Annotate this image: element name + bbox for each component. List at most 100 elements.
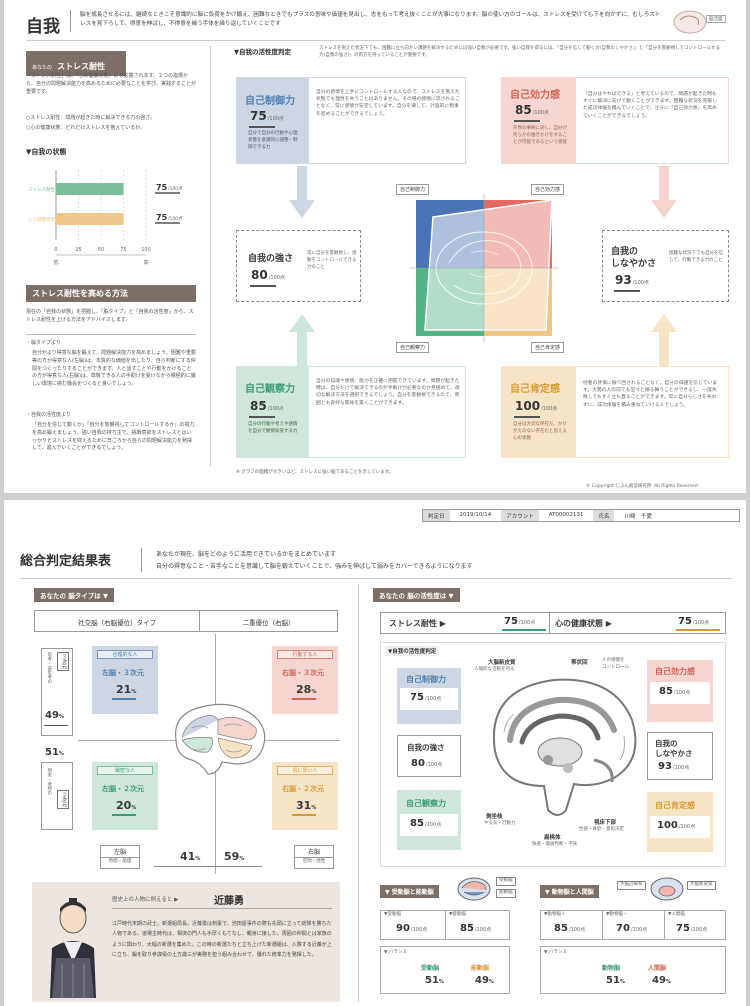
judge-desc: ストレスを抱えた状況下でも、困難に立ち向かい課題を解決するためには強い自我が必要… [319,46,720,58]
ego-flex-label-2: しなやかさ [611,259,657,269]
self-control-score: 75/100点 [250,109,284,123]
method-text-1: 自分がより得意な脳を鍛えて、問題解決能力を高めましょう。困難や重要等の方が得意な… [32,350,196,387]
type-header-1: 社交脳（右脳優位）タイプ [35,611,201,631]
self-control-desc: 自分の感情を上手にコントロールする人なので、ストレスを抱えた状態でも理性を失うこ… [316,90,460,117]
s-efficacy-card [650,682,710,704]
header-rule-2 [20,578,732,579]
self-control-sub: 自分で自分の行動や心理状態を意識的に調整・制御できる力 [248,131,298,150]
brain-type-icon [174,703,266,775]
self-efficacy-desc-box [575,77,729,164]
pa-score-divider [445,910,446,940]
stress-score-underline [502,629,546,631]
ego-flex-score: 93/100点 [615,273,649,287]
self-efficacy-sub: 外界の事柄に対し、自分が何らかの働きかけをすることが可能であるという感覚 [513,126,567,145]
s-flex-score: 93/100点 [658,761,690,772]
column-divider [210,46,211,466]
hu-bal-value-1: 51% [606,975,625,986]
bar [56,213,124,225]
hu-scores-box [540,910,726,940]
s-control-box: 自己制御力 75/100点 [397,668,461,724]
bar-tick-label: 50 [98,247,104,253]
card-self-observation: 自己観察力 85/100点 自分の行動や考えや感情を自分で観察知覚する力 自分の… [236,366,466,458]
pa-bal-value-1: 51% [425,975,444,986]
judge-title: ▼自我の活性度判定 [234,48,291,56]
title-divider-2 [141,548,142,572]
meta-row: 判定日 2019/10/14 アカウント AT00002131 氏名 川崎 千愛 [422,509,740,522]
cell-left-2d-name: 左脳・２次元 [102,785,144,793]
side-2d-box [41,762,73,830]
method-title: ストレス耐性を高める方法 [26,285,196,302]
hu-score-value-1: 85/100点 [554,923,586,934]
pa-bal-label-1: 受動脳 [421,965,440,972]
pa-balance-label: ▼ バランス [384,950,407,955]
ego-flex-desc: 困難な状況下でも自分を信じて、行動できる力のこと [669,251,723,263]
footnote: ※ グラフの面積が大きいほど、ストレスに強い脳であることを示しています。 [236,470,394,475]
health-score: 75/100点 [678,616,710,627]
right-brain-box: 右脳 空間・感性 [294,845,334,869]
right-brain-pct: 59% [224,850,245,863]
arrow-up-left [289,314,315,366]
left-brain-desc: 時間・論理 [108,859,132,864]
bar-tick-label: 100 [141,247,151,253]
bar-value: 75 [156,183,168,192]
stress-label: ストレス耐性 ▶ [389,619,446,628]
meta-date-key: 判定日 [423,510,450,521]
label-amygdala: 扁桃体 [544,835,561,841]
cell-left-3d-name: 左脳・３次元 [102,669,144,677]
ego-strength-score: 80/100点 [251,268,285,282]
right-brain-label: 右脳 [295,846,333,858]
s-control-score: 75/100点 [410,692,442,703]
bar-tick-label: 75 [120,247,126,253]
type-title: あなたの 脳タイプは ▼ [34,588,115,602]
hu-score-divider-1 [602,910,603,940]
pa-tag-1: 受動脳 [496,877,516,886]
hu-score-value-3: 75/100点 [676,923,708,934]
self-efficacy-label: 自己効力感 [510,90,560,101]
s-strength-label: 自我の強さ [407,743,445,752]
pa-tag-2: 能動脳 [496,889,516,898]
self-efficacy-desc: 「自分はやればできる」と考えているので、問題が起きた時もすぐに解決に向けて動くこ… [583,92,717,119]
side-2d-tag: ２次元 [57,790,69,809]
hu-bal-label-1: 動物脳 [602,965,621,972]
pa-score-label-2: ▼能動脳 [449,912,466,917]
cell-right-2d-tag: 情に厚い人 [277,766,333,775]
cell-right-2d: 情に厚い人 右脳・２次元 31% [272,762,338,830]
health-label: 心の健康状態 ▶ [555,619,612,628]
s-flex-label-1: 自我の [655,739,678,748]
s-strength-score: 80/100点 [411,758,443,769]
cell-right-3d-pct: 28% [296,683,317,696]
cell-left-2d-underline [112,814,136,816]
cell-left-2d-pct: 20% [116,799,137,812]
samurai-illustration [50,898,96,998]
hu-score-label-2: ▼動物脳－ [606,912,628,917]
badge: 脳活図 [706,15,726,23]
self-affirmation-label: 自己肯定感 [510,384,560,395]
pct-bottom: 51% [45,747,64,758]
stress-point-2: ○心の健康状態：どれだけストレスを抱えているか。 [26,125,146,131]
stress-title-label: ストレス耐性 [57,62,106,71]
label-hypothalamus: 視床下部 [594,820,617,826]
pa-balance-box [380,946,510,994]
cell-right-3d: 行動する人 右脳・３次元 28% [272,646,338,714]
s-observation-label: 自己観察力 [406,799,446,808]
column-divider-2 [358,584,359,1002]
side-2d-desc: 現実・実務の [46,768,52,795]
s-observation-box: 自己観察力 85/100点 [397,790,461,850]
method-heading-1: ・脳タイプより [26,340,61,346]
s-control-card [400,688,458,710]
page-2-title: 総合判定結果表 [20,554,112,569]
bar-end-high: 高 [143,259,148,266]
label-cingulate: 帯状回 [571,660,588,666]
s-affirmation-score: 100/100点 [657,820,696,831]
s-flex-label-2: しなやかさ [655,749,693,758]
meta-date-value: 2019/10/14 [459,512,492,518]
s-efficacy-box: 自己効力感 85/100点 [647,660,713,722]
pa-bal-value-2: 49% [475,975,494,986]
bar-unit: /100点 [168,186,183,192]
self-affirmation-desc: 他者の評価に振り回されることなく、自分の価値を信じています。大勢の人の前でも堂々… [583,381,718,408]
cell-left-2d: 緻密な人 左脳・２次元 20% [92,762,158,830]
quad-tag-affirmation: 自己肯定感 [531,342,565,353]
pa-title: ▼ 受動脳と能動脳 [380,885,439,898]
header-rule [26,40,726,41]
